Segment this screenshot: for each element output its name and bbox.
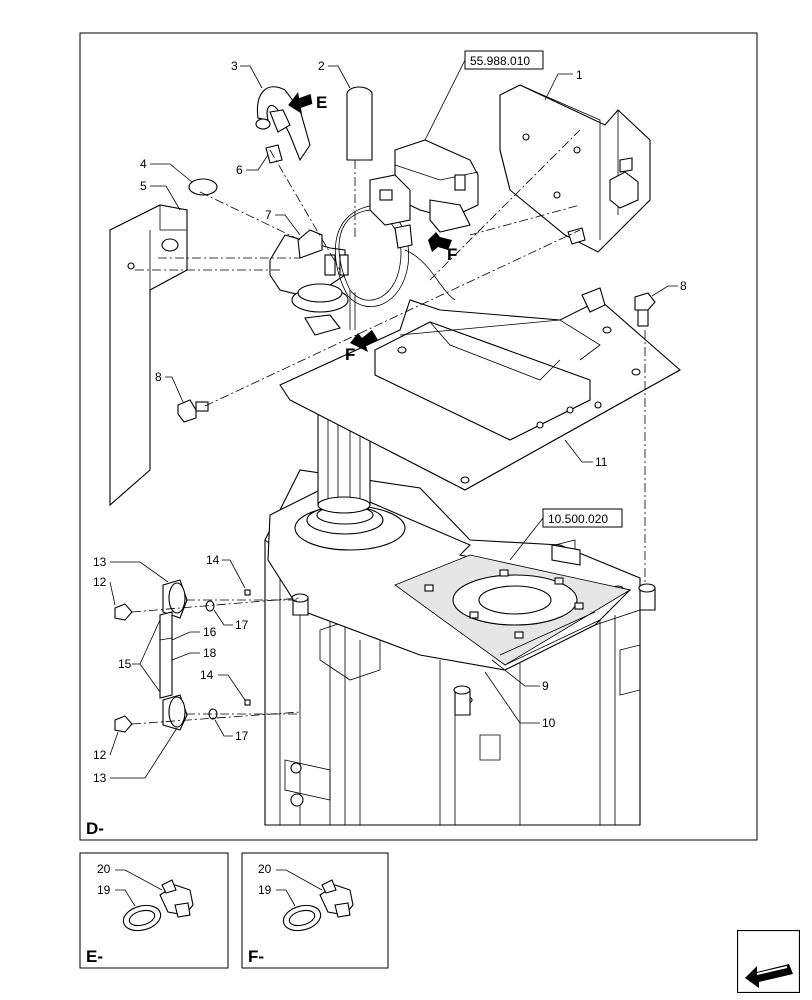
view-label-d: D- <box>86 819 104 838</box>
callout-9: 9 <box>542 679 549 693</box>
swivel-plate <box>394 554 632 666</box>
callout-14-top: 14 <box>206 553 220 567</box>
view-arrow-f1-label: F <box>447 245 457 264</box>
detail-e-label: E- <box>86 947 103 966</box>
callout-1: 1 <box>576 68 583 82</box>
detail-f-callout-19: 19 <box>258 883 272 897</box>
callout-16: 16 <box>203 625 217 639</box>
view-arrow-f1 <box>428 232 452 252</box>
callout-14-bottom: 14 <box>200 668 214 682</box>
view-arrow-e <box>288 92 313 114</box>
callout-13-bottom: 13 <box>93 771 107 785</box>
view-arrow-f2-label: F <box>345 345 355 364</box>
chassis-posts <box>291 544 656 716</box>
callout-5: 5 <box>140 179 147 193</box>
callout-3: 3 <box>231 59 238 73</box>
plug <box>188 178 218 196</box>
view-arrow-e-label: E <box>316 93 327 112</box>
detail-e-drawing <box>122 879 194 932</box>
hose <box>255 86 311 164</box>
callout-7: 7 <box>265 208 272 222</box>
detail-e-frame <box>79 852 229 969</box>
callout-4: 4 <box>140 157 147 171</box>
callout-12-top: 12 <box>93 575 107 589</box>
callout-15: 15 <box>118 657 132 671</box>
callout-13-top: 13 <box>93 555 107 569</box>
view-arrow-f2 <box>350 330 378 352</box>
bolt-right <box>634 292 656 327</box>
callout-10: 10 <box>542 716 556 730</box>
ref-box-mid-text: 10.500.020 <box>548 512 608 526</box>
cover-strip <box>346 86 373 161</box>
main-view-frame <box>79 32 758 841</box>
assembly-lines <box>131 129 646 725</box>
callout-11: 11 <box>595 455 608 469</box>
callout-6: 6 <box>236 163 243 177</box>
next-page-arrow-icon[interactable] <box>736 929 801 994</box>
detail-f-drawing <box>282 879 354 932</box>
ref-box-top: 55.988.010 <box>424 50 544 141</box>
ref-box-mid: 10.500.020 <box>509 508 623 561</box>
detail-e-callout-20: 20 <box>97 862 111 876</box>
mounting-plate <box>279 299 681 491</box>
callout-8-left: 8 <box>155 370 162 384</box>
bolt-left <box>177 399 209 423</box>
detail-e-callout-19: 19 <box>97 883 111 897</box>
callout-12-bottom: 12 <box>93 748 107 762</box>
side-bracket-assembly <box>114 579 251 733</box>
callout-18: 18 <box>203 646 217 660</box>
plate-bracket <box>581 287 606 313</box>
callout-2: 2 <box>318 59 325 73</box>
detail-f-label: F- <box>248 947 264 966</box>
detail-f-callout-20: 20 <box>258 862 272 876</box>
callout-17-bottom: 17 <box>235 729 249 743</box>
ref-box-top-text: 55.988.010 <box>470 54 530 68</box>
connector-block <box>369 139 479 249</box>
callout-8-right: 8 <box>680 279 687 293</box>
cover-plate <box>109 204 188 507</box>
detail-f-frame <box>241 852 389 969</box>
callout-17-top: 17 <box>235 618 249 632</box>
sensor-unit <box>269 229 349 336</box>
bracket-1 <box>499 84 651 253</box>
